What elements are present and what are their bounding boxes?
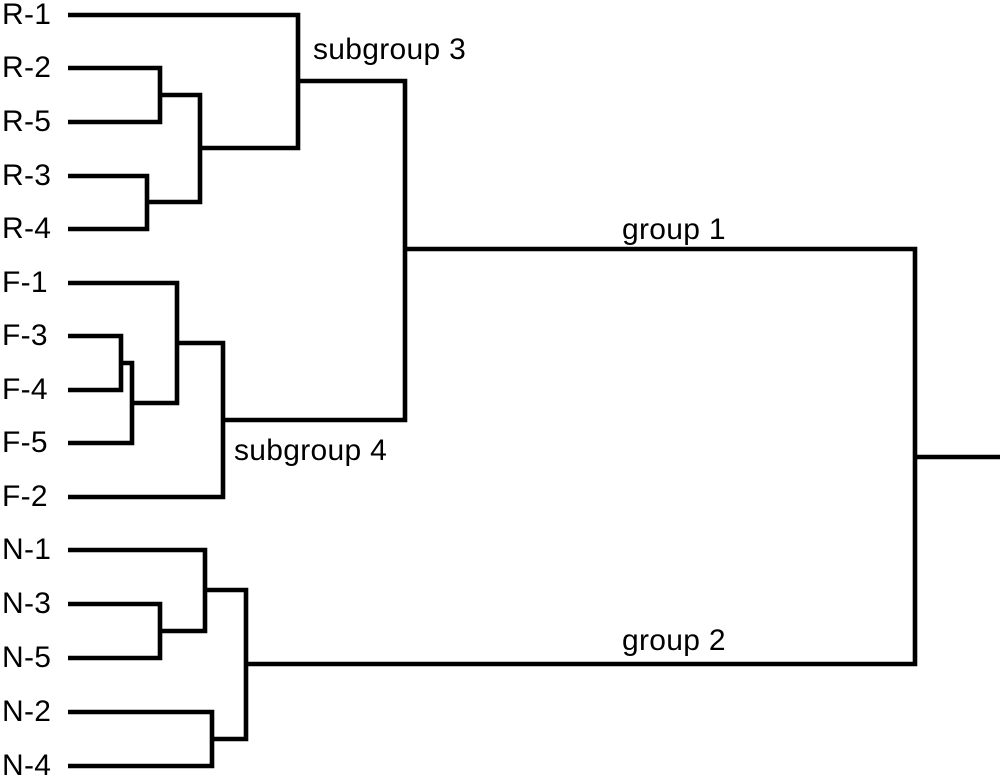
- branch-r2-r5: [68, 65, 163, 125]
- leaf-label-r-5: R-5: [2, 105, 52, 138]
- leaf-label-n-4: N-4: [2, 749, 52, 778]
- branch-label-group-2: group 2: [622, 624, 726, 657]
- leaf-label-n-3: N-3: [2, 587, 52, 620]
- leaf-label-f-4: F-4: [2, 373, 48, 406]
- branch-n3-n5: [68, 601, 163, 661]
- leaf-label-f-3: F-3: [2, 319, 48, 352]
- branch-n2-n4: [68, 709, 215, 769]
- branch-n1-n35: [68, 547, 208, 634]
- branch-subgroup-4: [68, 340, 226, 500]
- branch-label-group-1: group 1: [622, 213, 726, 246]
- leaf-label-f-5: F-5: [2, 426, 48, 459]
- branch-f3-f4: [68, 333, 124, 393]
- leaf-label-r-4: R-4: [2, 212, 52, 245]
- leaf-label-f-2: F-2: [2, 480, 48, 513]
- leaf-label-r-3: R-3: [2, 159, 52, 192]
- leaf-label-n-5: N-5: [2, 641, 52, 674]
- leaf-label-f-1: F-1: [2, 266, 48, 299]
- branch-group-1: [223, 78, 408, 423]
- branch-subgroup-3: [68, 12, 301, 151]
- leaf-label-n-2: N-2: [2, 695, 52, 728]
- leaf-label-n-1: N-1: [2, 533, 52, 566]
- leaf-label-r-1: R-1: [2, 0, 52, 31]
- branch-label-subgroup-3: subgroup 3: [313, 33, 467, 66]
- branch-r25-r34: [147, 92, 203, 205]
- branch-r3-r4: [68, 173, 150, 232]
- branch-label-subgroup-4: subgroup 4: [234, 434, 388, 467]
- leaf-label-r-2: R-2: [2, 51, 52, 84]
